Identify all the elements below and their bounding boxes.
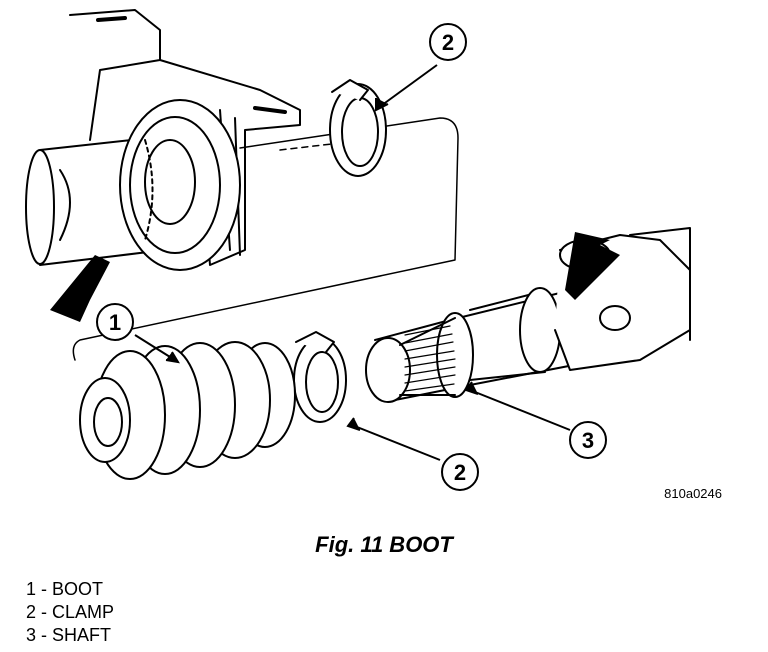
svg-text:1: 1 xyxy=(109,310,121,335)
lower-clamp xyxy=(293,331,347,423)
solid-arrow-left xyxy=(50,255,110,322)
solid-arrows xyxy=(50,232,620,322)
callout-2-upper: 2 xyxy=(429,23,467,61)
legend-item: 3 - SHAFT xyxy=(26,625,112,645)
upper-clamp xyxy=(329,79,387,177)
svg-text:2: 2 xyxy=(442,30,454,55)
alignment-guide xyxy=(72,117,459,361)
solid-arrow-right xyxy=(565,232,620,300)
legend-item: 1 - BOOT xyxy=(26,579,104,599)
legend-item: 2 - CLAMP xyxy=(26,602,115,622)
shaft-splines xyxy=(404,325,456,392)
legend: 1 - BOOT 2 - CLAMP 3 - SHAFT xyxy=(26,578,114,647)
callout-leaders xyxy=(134,64,571,461)
figure-code: 810a0246 xyxy=(664,486,722,501)
svg-text:3: 3 xyxy=(582,428,594,453)
callout-2-lower: 2 xyxy=(441,453,479,491)
callout-1: 1 xyxy=(96,303,134,341)
svg-text:2: 2 xyxy=(454,460,466,485)
figure-caption: Fig. 11 BOOT xyxy=(315,532,453,557)
callout-3: 3 xyxy=(569,421,607,459)
boot-bellows xyxy=(79,341,296,480)
boot-diagram: 1 2 3 2 810a0246 xyxy=(25,9,722,501)
center-bearing-cushion xyxy=(119,99,241,271)
